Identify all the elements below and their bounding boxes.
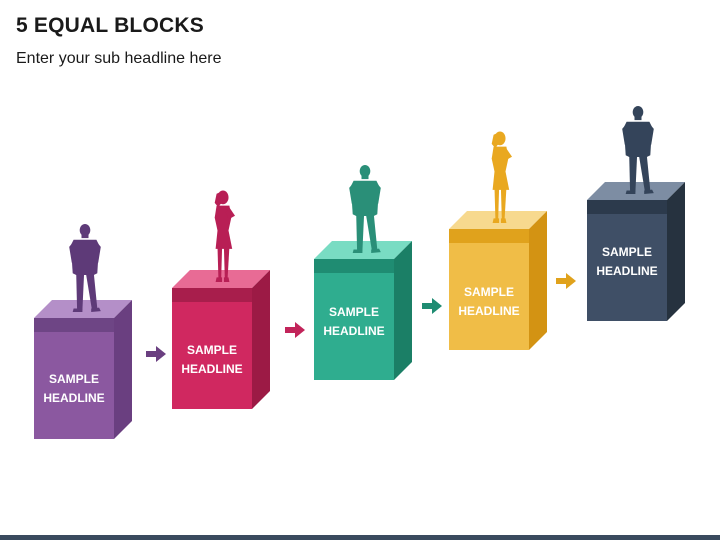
block-4-band [449, 229, 529, 243]
block-1[interactable] [34, 224, 132, 439]
block-1-side [114, 300, 132, 439]
block-3-side [394, 241, 412, 380]
block-2-side [252, 270, 270, 409]
block-2-band [172, 288, 252, 302]
block-2-figure [213, 190, 235, 282]
block-4-front [449, 243, 529, 350]
arrow-4-icon [556, 273, 576, 289]
block-1-front [34, 332, 114, 439]
block-5-figure [622, 106, 654, 194]
block-3-figure [349, 165, 381, 253]
block-3[interactable] [314, 165, 412, 380]
block-1-band [34, 318, 114, 332]
block-5-band [587, 200, 667, 214]
block-1-top [34, 300, 132, 318]
block-5-top [587, 182, 685, 200]
bottom-bar [0, 535, 720, 540]
block-3-band [314, 259, 394, 273]
arrow-1-icon [146, 346, 166, 362]
block-5-side [667, 182, 685, 321]
block-4-figure [490, 131, 512, 223]
block-5[interactable] [587, 106, 685, 321]
block-5-front [587, 214, 667, 321]
block-2-front [172, 302, 252, 409]
block-4-side [529, 211, 547, 350]
arrow-3-icon [422, 298, 442, 314]
page-title: 5 EQUAL BLOCKS [16, 14, 204, 37]
arrow-2-icon [285, 322, 305, 338]
page-subtitle: Enter your sub headline here [16, 50, 222, 67]
block-3-top [314, 241, 412, 259]
block-4[interactable] [449, 131, 547, 350]
block-3-front [314, 273, 394, 380]
block-1-figure [69, 224, 101, 312]
block-2[interactable] [172, 190, 270, 409]
